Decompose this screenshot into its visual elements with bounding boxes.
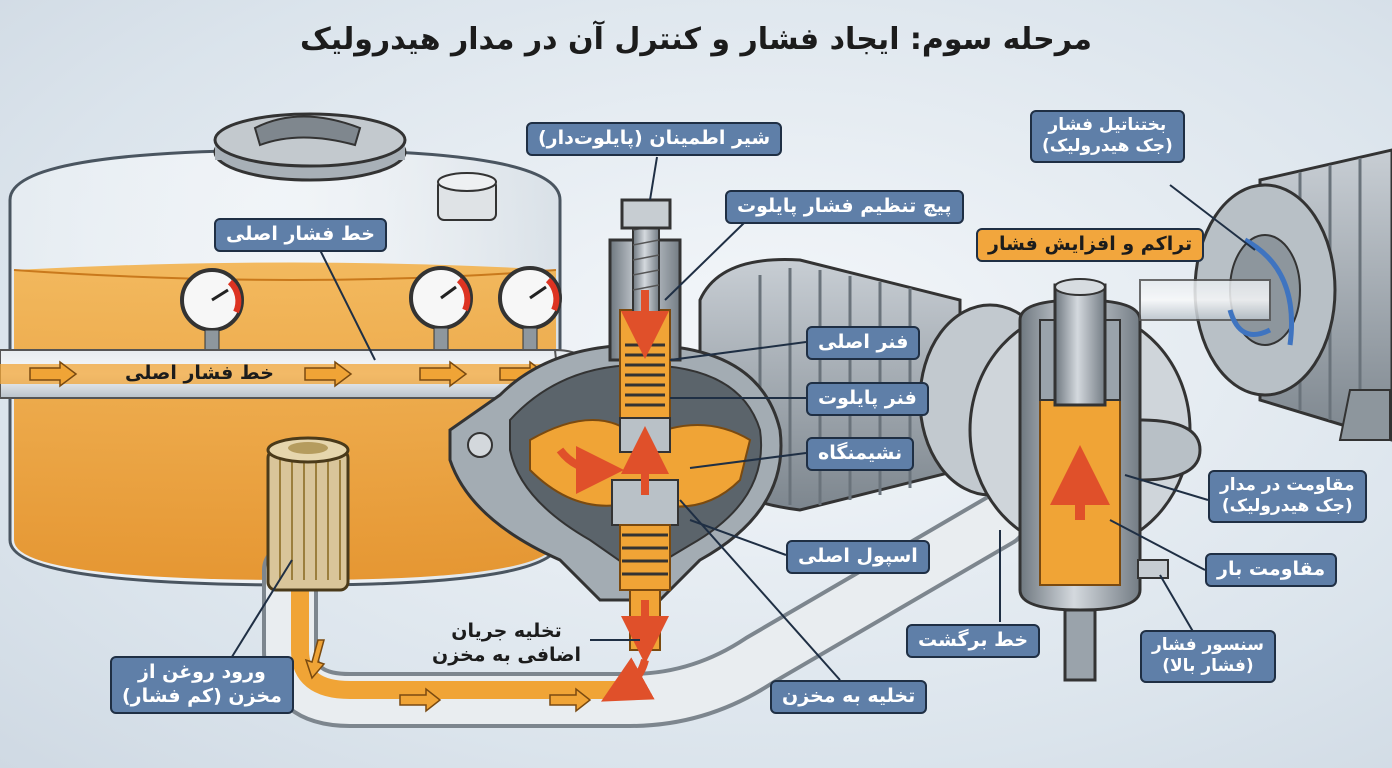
label-main-line-pipe: خط فشار اصلی bbox=[125, 362, 274, 384]
label-actuator-line2: (جک هیدرولیک) bbox=[1042, 136, 1173, 157]
label-oil-inlet-line2: مخزن (کم فشار) bbox=[122, 684, 282, 707]
label-drain-to-tank: تخلیه به مخزن bbox=[770, 680, 928, 714]
label-return-line: خط برگشت bbox=[906, 624, 1041, 658]
label-accumulate: تراکم و افزایش فشار bbox=[976, 228, 1205, 262]
label-main-spring: فنر اصلی bbox=[806, 326, 921, 360]
label-pressure-sensor-line1: سنسور فشار bbox=[1152, 635, 1264, 655]
label-load-resistance: مقاومت بار bbox=[1205, 553, 1338, 587]
leader-lines bbox=[229, 156, 1256, 681]
pressure-gauges bbox=[180, 266, 562, 353]
label-excess-flow-line2: اضافی به مخزن bbox=[432, 643, 582, 666]
label-actuator-line1: بختناتیل فشار bbox=[1048, 115, 1167, 135]
label-excess-flow: تخلیه جریان اضافی به مخزن bbox=[432, 620, 581, 668]
label-pilot-screw: پیچ تنظیم فشار پایلوت bbox=[725, 190, 964, 224]
label-circuit-resistance-line2: (جک هیدرولیک) bbox=[1221, 496, 1353, 517]
label-excess-flow-line1: تخلیه جریان bbox=[451, 620, 562, 642]
label-main-line-top: خط فشار اصلی bbox=[214, 218, 387, 252]
label-main-spool: اسپول اصلی bbox=[786, 540, 930, 574]
right-actuator bbox=[1139, 148, 1392, 442]
label-pressure-sensor-line2: (فشار بالا) bbox=[1162, 656, 1254, 677]
label-circuit-resistance: مقاومت در مدار (جک هیدرولیک) bbox=[1208, 470, 1367, 523]
label-oil-inlet: ورود روغن از مخزن (کم فشار) bbox=[110, 656, 294, 714]
label-seat: نشیمنگاه bbox=[806, 437, 915, 471]
label-oil-inlet-line1: ورود روغن از bbox=[138, 661, 266, 683]
label-circuit-resistance-line1: مقاومت در مدار bbox=[1220, 475, 1355, 495]
page-title: مرحله سوم: ایجاد فشار و کنترل آن در مدار… bbox=[300, 22, 1092, 57]
label-pilot-spring: فنر پایلوت bbox=[806, 382, 929, 416]
hydraulic-cylinder bbox=[1018, 278, 1169, 682]
label-actuator: بختناتیل فشار (جک هیدرولیک) bbox=[1030, 110, 1185, 163]
label-pressure-sensor: سنسور فشار (فشار بالا) bbox=[1140, 630, 1276, 683]
label-relief-valve: شیر اطمینان (پایلوت‌دار) bbox=[526, 122, 783, 156]
